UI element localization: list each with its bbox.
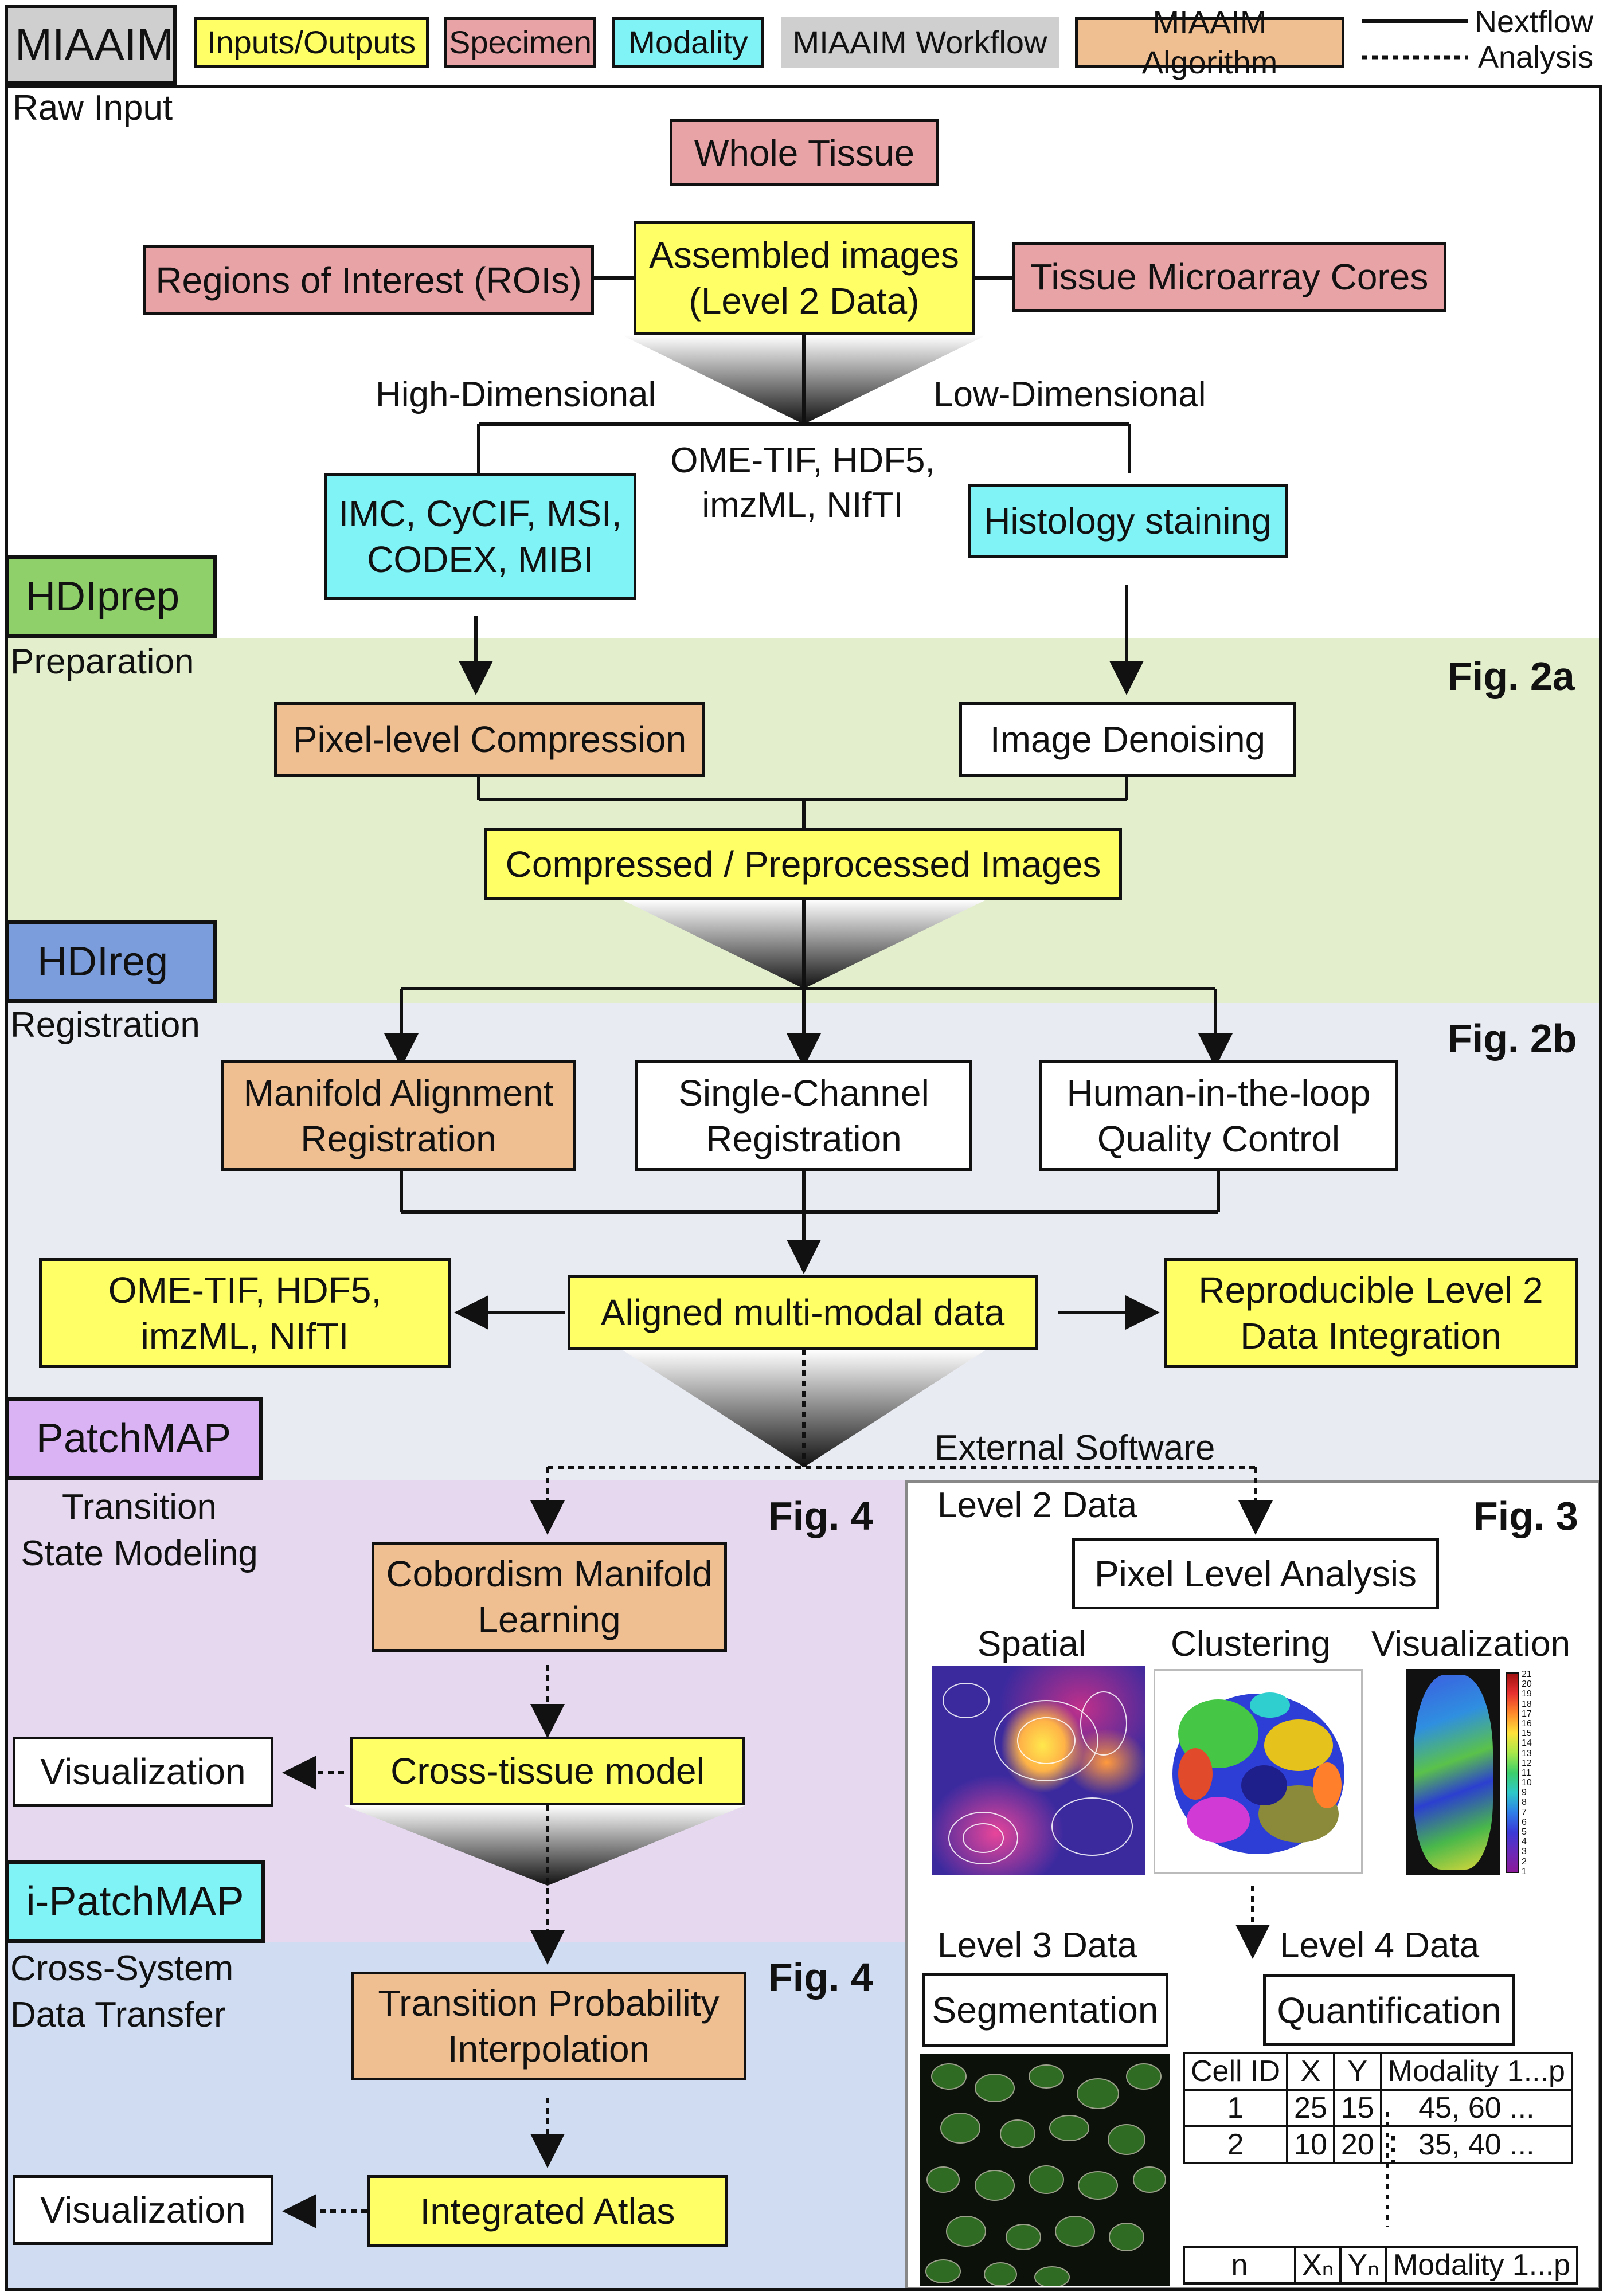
quantification-box: Quantification xyxy=(1263,1974,1515,2046)
spatial-label: Spatial xyxy=(978,1624,1086,1664)
assembled-images-box: Assembled images (Level 2 Data) xyxy=(634,221,975,335)
level3-label: Level 3 Data xyxy=(937,1926,1137,1965)
funnel-3 xyxy=(622,1350,986,1467)
legend-algorithm: MIAAIM Algorithm xyxy=(1075,4,1344,80)
section-transition: Transition State Modeling xyxy=(21,1487,258,1573)
table-row: 2 10 20 35, 40 ... xyxy=(1182,2125,1573,2164)
segmentation-cells xyxy=(925,2063,1166,2286)
clustering-label: Clustering xyxy=(1171,1624,1331,1664)
section-registration: Registration xyxy=(10,1005,200,1045)
cluster-points xyxy=(1172,1692,1344,1854)
low-dim-label: Low-Dimensional xyxy=(933,375,1206,414)
visualization-image xyxy=(1406,1669,1500,1875)
fig-4-label-b: Fig. 4 xyxy=(768,1955,873,2000)
table-header-cell: Y xyxy=(1332,2052,1382,2091)
legend-nextflow: Nextflow xyxy=(1475,5,1594,39)
table-row: 1 25 15 45, 60 ... xyxy=(1182,2089,1573,2127)
level2-label: Level 2 Data xyxy=(937,1486,1137,1525)
reproducible-box: Reproducible Level 2 Data Integration xyxy=(1164,1258,1578,1368)
table-row: n Xₙ Yₙ Modality 1...p xyxy=(1183,2246,1579,2285)
hdiprep-tag: HDIprep xyxy=(5,555,217,638)
compressed-images-box: Compressed / Preprocessed Images xyxy=(484,828,1122,900)
legend-title: MIAAIM xyxy=(5,5,177,85)
table-cell: 15 xyxy=(1332,2089,1382,2127)
patchmap-visualization-box: Visualization xyxy=(13,1737,273,1807)
visualization-label: Visualization xyxy=(1371,1624,1570,1664)
spatial-heatmap-image xyxy=(932,1666,1145,1875)
fig-2b-label: Fig. 2b xyxy=(1448,1016,1577,1061)
denoising-box: Image Denoising xyxy=(959,702,1296,777)
cross-tissue-box: Cross-tissue model xyxy=(350,1737,745,1805)
table-cell: Modality 1...p xyxy=(1385,2246,1579,2285)
table-cell: 2 xyxy=(1182,2125,1289,2164)
legend-inputs-outputs: Inputs/Outputs xyxy=(194,17,429,68)
ipatchmap-tag: i-PatchMAP xyxy=(5,1860,265,1943)
patchmap-tag: PatchMAP xyxy=(5,1397,263,1480)
external-software-label: External Software xyxy=(935,1428,1215,1468)
table-cell: Xₙ xyxy=(1293,2246,1342,2285)
tma-box: Tissue Microarray Cores xyxy=(1012,242,1446,312)
legend-analysis: Analysis xyxy=(1478,40,1594,75)
integrated-atlas-box: Integrated Atlas xyxy=(367,2175,728,2247)
legend-modality: Modality xyxy=(612,17,764,68)
cobordism-box: Cobordism Manifold Learning xyxy=(372,1542,727,1652)
table-header-row: Cell ID X Y Modality 1...p xyxy=(1182,2052,1573,2091)
outer-frame xyxy=(5,85,1602,2291)
colorbar xyxy=(1506,1672,1519,1873)
table-header-cell: Modality 1...p xyxy=(1379,2052,1573,2091)
segmentation-image xyxy=(920,2054,1170,2286)
quantification-last-row: n Xₙ Yₙ Modality 1...p xyxy=(1183,2246,1579,2285)
table-cell: 35, 40 ... xyxy=(1379,2125,1573,2164)
table-cell: 20 xyxy=(1332,2125,1382,2164)
table-cell: 45, 60 ... xyxy=(1379,2089,1573,2127)
hdireg-tag: HDIreg xyxy=(5,920,217,1003)
pixel-compression-box: Pixel-level Compression xyxy=(274,702,705,777)
table-ellipsis: ⋮ xyxy=(1376,2130,1410,2168)
single-channel-box: Single-Channel Registration xyxy=(635,1060,972,1171)
table-cell: 1 xyxy=(1182,2089,1289,2127)
high-dim-label: High-Dimensional xyxy=(376,375,656,414)
aligned-data-box: Aligned multi-modal data xyxy=(568,1275,1038,1350)
formats-label: OME-TIF, HDF5, imzML, NIfTI xyxy=(670,441,935,525)
quantification-table: Cell ID X Y Modality 1...p 1 25 15 45, 6… xyxy=(1182,2052,1573,2164)
table-cell: 10 xyxy=(1286,2125,1335,2164)
section-preparation: Preparation xyxy=(10,642,194,681)
section-transfer: Cross-System Data Transfer xyxy=(10,1949,234,2035)
fig-3-label: Fig. 3 xyxy=(1473,1494,1578,1538)
fig-4-label-a: Fig. 4 xyxy=(768,1494,873,1538)
ipatchmap-visualization-box: Visualization xyxy=(13,2175,273,2245)
whole-tissue-box: Whole Tissue xyxy=(670,119,939,186)
human-loop-box: Human-in-the-loop Quality Control xyxy=(1039,1060,1398,1171)
spatial-contours xyxy=(943,1683,1133,1864)
section-raw-input: Raw Input xyxy=(13,88,173,128)
histology-box: Histology staining xyxy=(968,484,1288,558)
fig-2a-label: Fig. 2a xyxy=(1448,654,1575,699)
clustering-scatter-image xyxy=(1154,1669,1363,1874)
pixel-analysis-box: Pixel Level Analysis xyxy=(1072,1538,1439,1609)
table-cell: 25 xyxy=(1286,2089,1335,2127)
funnel-4 xyxy=(344,1805,745,1886)
level4-label: Level 4 Data xyxy=(1280,1926,1480,1965)
legend-workflow: MIAAIM Workflow xyxy=(781,17,1059,68)
hd-modalities-box: IMC, CyCIF, MSI, CODEX, MIBI xyxy=(324,473,636,600)
table-header-cell: Cell ID xyxy=(1182,2052,1289,2091)
table-cell: n xyxy=(1183,2246,1296,2285)
table-cell: Yₙ xyxy=(1339,2246,1387,2285)
manifold-alignment-box: Manifold Alignment Registration xyxy=(221,1060,576,1171)
table-header-cell: X xyxy=(1286,2052,1335,2091)
segmentation-box: Segmentation xyxy=(922,1973,1168,2047)
legend-specimen: Specimen xyxy=(444,17,596,68)
rois-box: Regions of Interest (ROIs) xyxy=(143,245,594,315)
formats-out-box: OME-TIF, HDF5, imzML, NIfTI xyxy=(39,1258,451,1368)
transition-probability-box: Transition Probability Interpolation xyxy=(351,1972,746,2080)
